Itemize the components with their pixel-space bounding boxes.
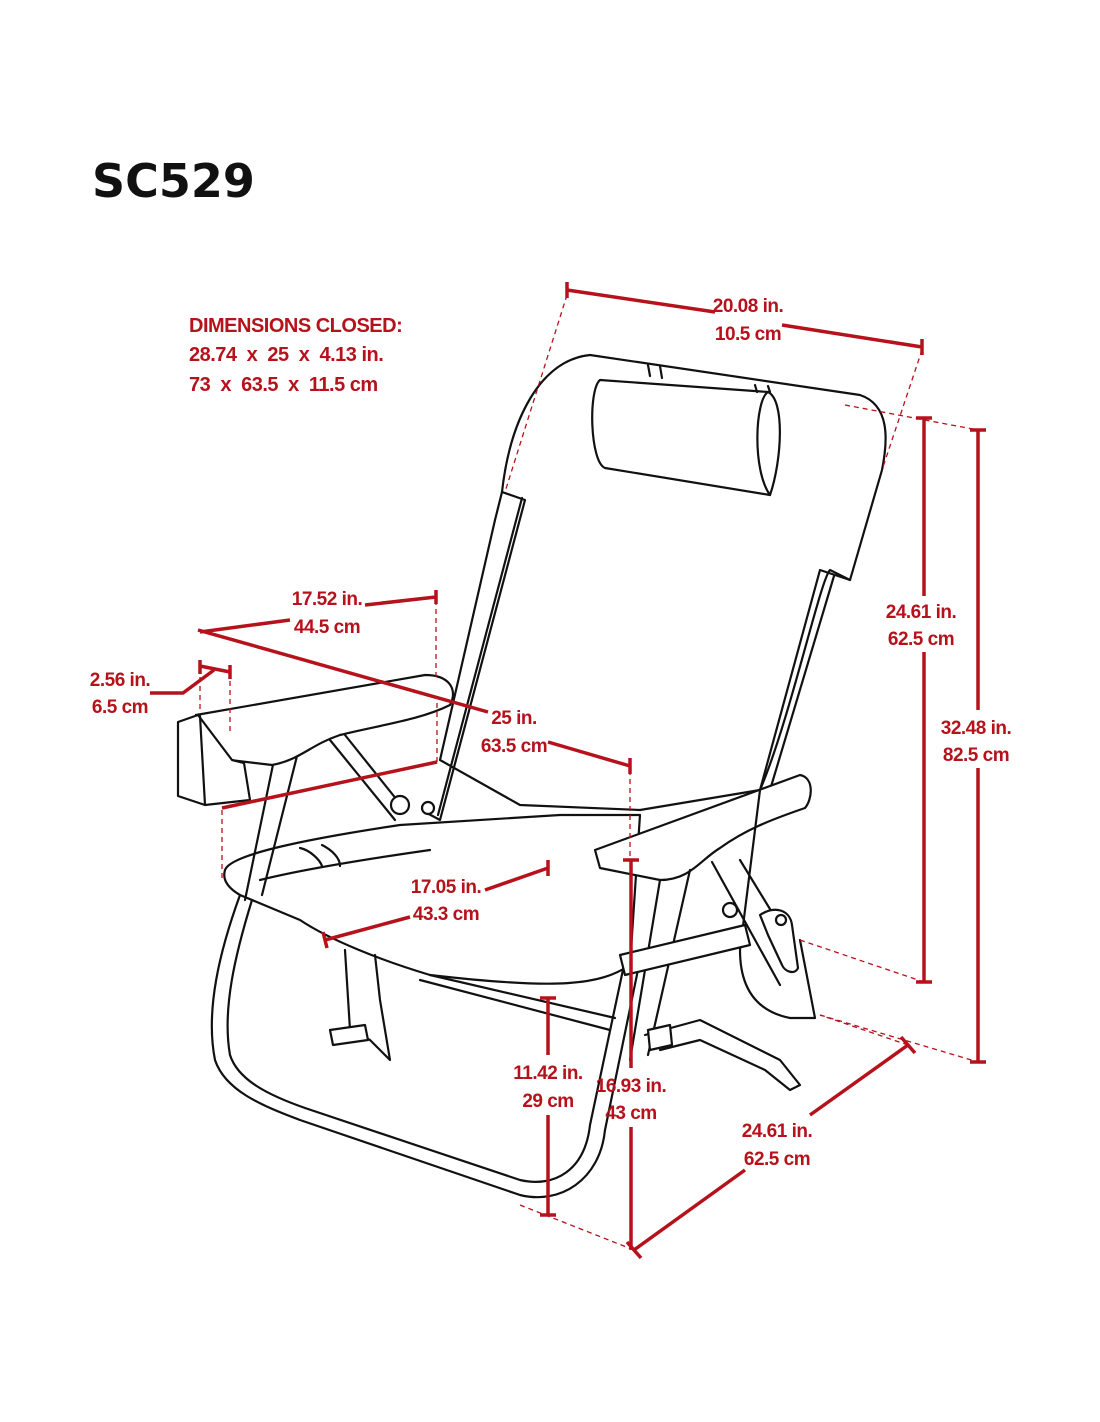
total-height-cm: 82.5 cm: [943, 745, 1009, 766]
arm-height-in: 16.93 in.: [596, 1076, 667, 1097]
arm-length-in: 17.52 in.: [292, 589, 363, 610]
total-width-cm: 63.5 cm: [481, 736, 547, 757]
closed-dimensions: DIMENSIONS CLOSED: 28.74 x 25 x 4.13 in.…: [189, 315, 403, 396]
total-height-in: 32.48 in.: [941, 718, 1012, 739]
seat-depth-cm: 43.3 cm: [413, 904, 479, 925]
dimension-lines: [150, 282, 986, 1260]
arm-width-cm: 6.5 cm: [92, 697, 148, 718]
seat-height-in: 11.42 in.: [513, 1063, 582, 1084]
closed-inches: 28.74 x 25 x 4.13 in.: [189, 344, 383, 366]
top-width-cm: 10.5 cm: [715, 324, 781, 345]
arm-height-cm: 43 cm: [605, 1103, 656, 1124]
seat-depth-in: 17.05 in.: [411, 877, 482, 898]
top-width-in: 20.08 in.: [713, 296, 784, 317]
closed-heading: DIMENSIONS CLOSED:: [189, 315, 402, 337]
seat-height-cm: 29 cm: [522, 1091, 573, 1112]
closed-cm: 73 x 63.5 x 11.5 cm: [189, 374, 378, 396]
arm-width-in: 2.56 in.: [90, 670, 150, 691]
model-title: SC529: [92, 154, 255, 208]
depth-in: 24.61 in.: [742, 1121, 813, 1142]
back-height-cm: 62.5 cm: [888, 629, 954, 650]
chair-illustration: [176, 353, 887, 1199]
dimension-labels: 20.08 in. 10.5 cm 24.61 in. 62.5 cm 32.4…: [90, 296, 1012, 1170]
back-height-in: 24.61 in.: [886, 602, 957, 623]
arm-length-cm: 44.5 cm: [294, 617, 360, 638]
total-width-in: 25 in.: [491, 708, 537, 729]
depth-cm: 62.5 cm: [744, 1149, 810, 1170]
